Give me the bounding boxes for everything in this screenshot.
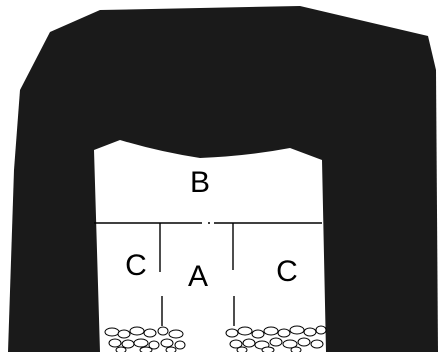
label-a: A — [188, 260, 208, 293]
label-c-right: C — [276, 255, 298, 288]
label-b: B — [190, 166, 210, 199]
label-c-left: C — [125, 249, 147, 282]
